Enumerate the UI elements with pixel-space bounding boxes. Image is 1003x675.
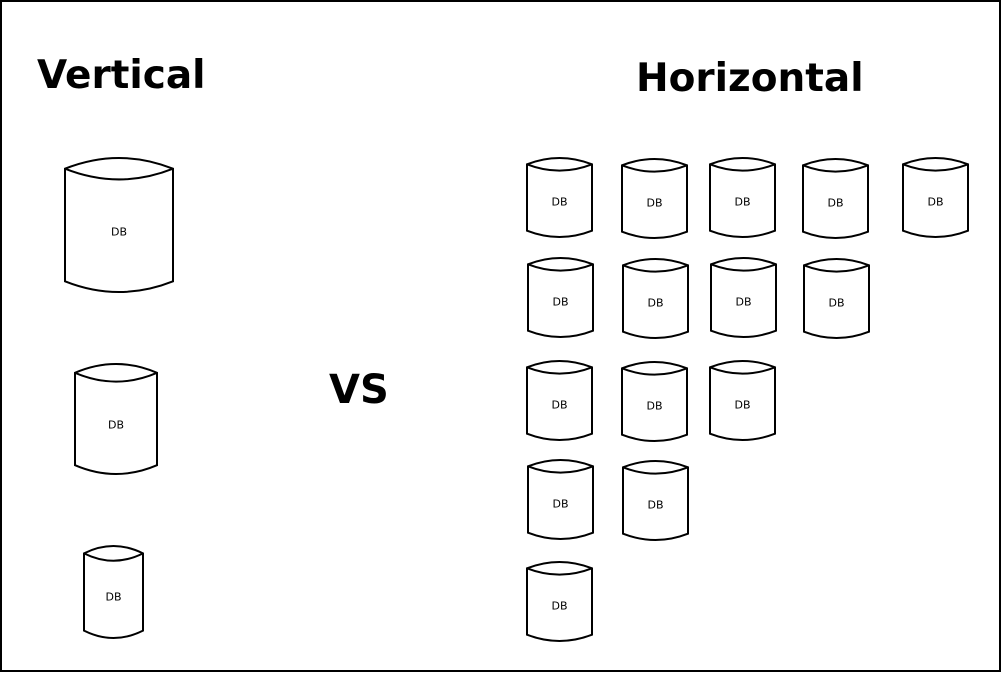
db-label: DB [827, 196, 843, 209]
db-label: DB [551, 195, 567, 208]
db-horizontal-r4-c2: DB [622, 460, 689, 541]
db-label: DB [734, 398, 750, 411]
db-horizontal-r4-c1: DB [527, 459, 594, 540]
db-label: DB [646, 196, 662, 209]
db-horizontal-r5-c1: DB [526, 561, 593, 642]
horizontal-heading: Horizontal [636, 56, 864, 101]
db-label: DB [828, 296, 844, 309]
db-horizontal-r2-c2: DB [622, 258, 689, 339]
vs-label: VS [329, 367, 389, 413]
db-vertical-1: DB [64, 157, 174, 293]
db-horizontal-r3-c3: DB [709, 360, 776, 441]
db-horizontal-r1-c5: DB [902, 157, 969, 238]
db-label: DB [927, 195, 943, 208]
db-horizontal-r1-c2: DB [621, 158, 688, 239]
db-label: DB [552, 497, 568, 510]
vertical-scaling-group: DB DB DB [64, 157, 174, 639]
db-vertical-2: DB [74, 363, 158, 475]
db-horizontal-r2-c3: DB [710, 257, 777, 338]
db-label: DB [105, 591, 121, 604]
db-horizontal-r3-c2: DB [621, 361, 688, 442]
db-label: DB [108, 419, 124, 432]
db-horizontal-r2-c4: DB [803, 258, 870, 339]
db-label: DB [552, 295, 568, 308]
db-horizontal-r3-c1: DB [526, 360, 593, 441]
db-label: DB [111, 226, 127, 239]
db-horizontal-r1-c1: DB [526, 157, 593, 238]
db-label: DB [735, 295, 751, 308]
db-vertical-3: DB [83, 545, 144, 639]
db-label: DB [551, 599, 567, 612]
db-label: DB [647, 498, 663, 511]
db-label: DB [551, 398, 567, 411]
db-horizontal-r1-c3: DB [709, 157, 776, 238]
db-label: DB [646, 399, 662, 412]
db-horizontal-r1-c4: DB [802, 158, 869, 239]
db-label: DB [734, 195, 750, 208]
vertical-heading: Vertical [37, 53, 206, 98]
horizontal-scaling-group: DB DB DB DB DB DB DB DB DB DB DB DB DB DB DB [526, 157, 969, 642]
db-label: DB [647, 296, 663, 309]
db-horizontal-r2-c1: DB [527, 257, 594, 338]
